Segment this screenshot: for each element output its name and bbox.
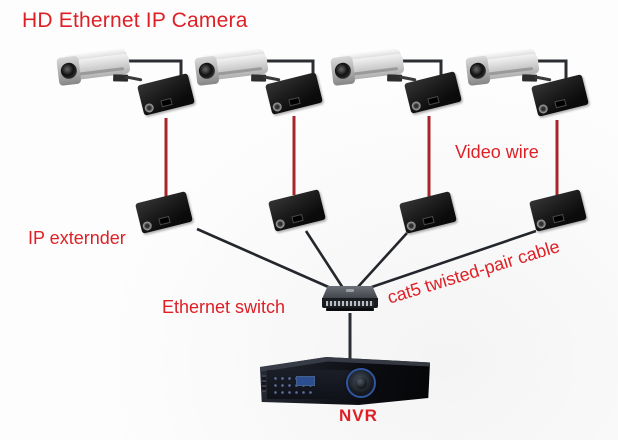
nvr-icon — [260, 356, 430, 406]
switch-top-face — [322, 286, 378, 299]
nvr-display — [296, 376, 315, 386]
switch-base-shadow — [326, 308, 374, 311]
cat5-cable-line — [196, 227, 334, 291]
camera-extender-link — [258, 59, 315, 77]
ethernet-switch-label: Ethernet switch — [162, 297, 286, 317]
nvr-jog-dial — [346, 368, 376, 398]
cat5-cable-line — [365, 229, 537, 291]
nvr-jog-dial-knob — [355, 377, 367, 389]
nvr-vents — [262, 375, 266, 392]
ethernet-switch-icon — [322, 286, 378, 312]
ip-extender-label: IP externder — [28, 228, 126, 248]
cat5-cable-line — [304, 230, 345, 289]
camera-extender-link — [392, 59, 443, 77]
nvr-label: NVR — [339, 406, 378, 425]
switch-logo — [346, 289, 354, 292]
cat5-cable-line — [356, 232, 408, 289]
diagram-title: HD Ethernet IP Camera — [22, 9, 248, 32]
camera-extender-link — [125, 59, 183, 77]
switch-port-row — [326, 301, 374, 306]
video-wire-label: Video wire — [455, 142, 539, 162]
